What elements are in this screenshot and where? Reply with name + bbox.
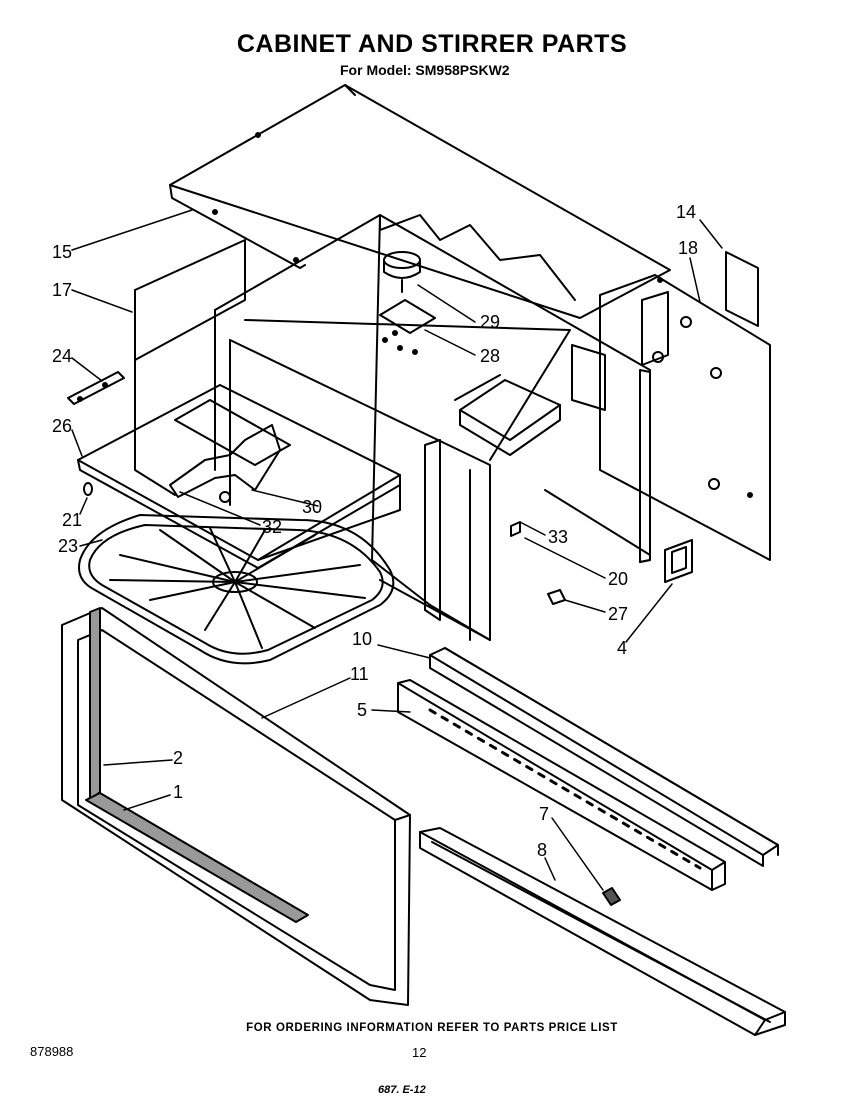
- latch-component: [602, 887, 621, 906]
- part-label-29: 29: [480, 312, 500, 332]
- bottom-gasket: [85, 792, 309, 923]
- part-label-28: 28: [480, 346, 500, 366]
- part-label-21: 21: [62, 510, 82, 530]
- model-subtitle: For Model: SM958PSKW2: [340, 62, 510, 78]
- part-label-24: 24: [52, 346, 72, 366]
- control-panel: [397, 679, 726, 891]
- right-side-panel: [599, 274, 771, 561]
- part-label-27: 27: [608, 604, 628, 624]
- stirrer-blade: [169, 424, 281, 506]
- lower-trim-rail: [419, 827, 786, 1036]
- part-label-4: 4: [617, 638, 627, 658]
- part-label-5: 5: [357, 700, 367, 720]
- upper-trim-rail: [429, 647, 779, 867]
- switch-assembly: [664, 539, 693, 583]
- stirrer-motor: [383, 251, 421, 293]
- part-label-23: 23: [58, 536, 78, 556]
- page-number: 12: [412, 1045, 427, 1060]
- part-label-26: 26: [52, 416, 72, 436]
- document-number: 878988: [30, 1044, 74, 1059]
- left-side-panel: [134, 239, 246, 496]
- waveguide-box: [454, 374, 561, 456]
- part-label-20: 20: [608, 569, 628, 589]
- part-label-1: 1: [173, 782, 183, 802]
- ordering-info-note: FOR ORDERING INFORMATION REFER TO PARTS …: [246, 1022, 618, 1034]
- motor-gasket: [379, 299, 436, 355]
- part-label-14: 14: [676, 202, 696, 222]
- part-label-10: 10: [352, 629, 372, 649]
- part-label-11: 11: [350, 664, 369, 684]
- stirrer-shelf: [77, 384, 401, 569]
- thermal-cutout: [547, 589, 566, 605]
- part-label-18: 18: [678, 238, 698, 258]
- part-label-8: 8: [537, 840, 547, 860]
- front-door-frame: [61, 607, 411, 1006]
- side-gasket: [89, 607, 101, 801]
- screw: [83, 482, 93, 496]
- part-label-32: 32: [262, 517, 282, 537]
- fuse-clip: [510, 521, 521, 537]
- part-label-15: 15: [52, 242, 72, 262]
- access-cover-plate: [725, 251, 759, 327]
- part-label-7: 7: [539, 804, 549, 824]
- part-label-33: 33: [548, 527, 568, 547]
- oven-cavity: [214, 214, 651, 641]
- glass-tray: [78, 514, 395, 665]
- handwritten-note: 687. E-12: [378, 1084, 426, 1096]
- part-label-17: 17: [52, 280, 72, 300]
- part-label-30: 30: [302, 497, 322, 517]
- part-label-2: 2: [173, 748, 183, 768]
- page-title: CABINET AND STIRRER PARTS: [236, 30, 628, 58]
- part-labels: 15 17 24 26 21 23 30 32 29 28 14 18 33 2…: [52, 202, 698, 860]
- leader-lines: [71, 209, 723, 891]
- top-cover-panel: [169, 84, 671, 319]
